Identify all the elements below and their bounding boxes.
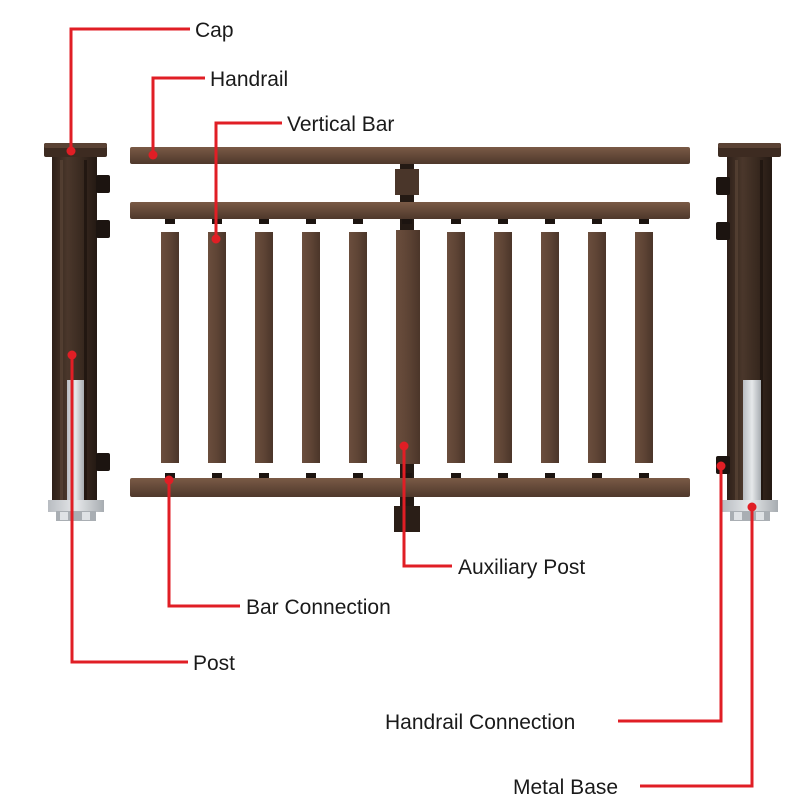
label-vertical-bar: Vertical Bar bbox=[287, 113, 394, 136]
vertical-bar bbox=[541, 232, 559, 463]
label-post: Post bbox=[193, 652, 235, 675]
bar-connection-clip bbox=[592, 219, 602, 224]
right-bracket-top bbox=[716, 177, 730, 195]
aux-post-top-block bbox=[395, 169, 419, 195]
aux-post-middle bbox=[396, 230, 420, 464]
bar-connection-clip bbox=[353, 473, 363, 478]
left-bracket-mid bbox=[96, 220, 110, 238]
label-handrail-connection: Handrail Connection bbox=[385, 711, 575, 734]
vertical-bar-dot bbox=[211, 234, 221, 244]
top-handrail bbox=[130, 147, 690, 164]
handrails bbox=[130, 147, 690, 497]
bar-connection-pointer bbox=[167, 480, 240, 608]
pointer-lines bbox=[69, 27, 754, 788]
right-post bbox=[716, 143, 781, 521]
bar-connection-clip bbox=[545, 219, 555, 224]
bar-connection-clip bbox=[498, 219, 508, 224]
vertical-bar bbox=[447, 232, 465, 463]
vertical-bar bbox=[588, 232, 606, 463]
bar-connection-clip bbox=[498, 473, 508, 478]
metal-base-pointer bbox=[640, 507, 754, 788]
handrail-connection-pointer bbox=[618, 466, 723, 723]
auxiliary-post-pointer bbox=[402, 446, 452, 568]
bar-connection-clip bbox=[545, 473, 555, 478]
aux-post-bottom-block bbox=[394, 506, 420, 532]
bar-connection-clip bbox=[639, 473, 649, 478]
vertical-bar bbox=[302, 232, 320, 463]
bar-connection-clip bbox=[259, 219, 269, 224]
bar-connection-clip bbox=[259, 473, 269, 478]
label-metal-base: Metal Base bbox=[513, 776, 618, 799]
left-post bbox=[44, 143, 110, 521]
label-handrail: Handrail bbox=[210, 68, 288, 91]
vertical-bar bbox=[161, 232, 179, 463]
bar-connection-clip bbox=[353, 219, 363, 224]
metal-base-dot bbox=[747, 502, 757, 512]
label-auxiliary-post: Auxiliary Post bbox=[458, 556, 585, 579]
handrail-pointer bbox=[151, 76, 205, 155]
bar-connection-clip bbox=[212, 473, 222, 478]
middle-handrail bbox=[130, 202, 690, 219]
bar-connection-clips-bottom bbox=[165, 473, 649, 478]
vertical-bar bbox=[208, 232, 226, 463]
auxiliary-post-dot bbox=[399, 441, 409, 451]
bar-connection-clip bbox=[402, 219, 412, 224]
bar-connection-clip bbox=[165, 473, 175, 478]
pointer-dots bbox=[66, 146, 757, 512]
handrail-dot bbox=[148, 150, 158, 160]
auxiliary-post bbox=[394, 160, 420, 532]
bar-connection-clip bbox=[402, 473, 412, 478]
vertical-bar bbox=[494, 232, 512, 463]
bottom-rail bbox=[130, 478, 690, 497]
bar-connection-clip bbox=[165, 219, 175, 224]
label-cap: Cap bbox=[195, 19, 234, 42]
left-bracket-bottom bbox=[96, 453, 110, 471]
left-post-insert bbox=[67, 380, 84, 500]
bar-connection-clips-top bbox=[165, 219, 649, 224]
right-bracket-mid bbox=[716, 222, 730, 240]
handrail-connection-dot bbox=[716, 461, 726, 471]
right-post-insert bbox=[743, 380, 761, 500]
bar-connection-clip bbox=[592, 473, 602, 478]
left-bracket-top bbox=[96, 175, 110, 193]
post-dot bbox=[67, 350, 77, 360]
label-bar-connection: Bar Connection bbox=[246, 596, 391, 619]
vertical-bar bbox=[255, 232, 273, 463]
post-pointer bbox=[70, 355, 188, 664]
bar-connection-clip bbox=[639, 219, 649, 224]
vertical-bar bbox=[635, 232, 653, 463]
bar-connection-clip bbox=[451, 219, 461, 224]
bar-connection-clip bbox=[306, 219, 316, 224]
vertical-bars bbox=[161, 232, 653, 463]
cap-dot bbox=[66, 146, 76, 156]
vertical-bar bbox=[349, 232, 367, 463]
bar-connection-dot bbox=[164, 475, 174, 485]
bar-connection-clip bbox=[451, 473, 461, 478]
left-metal-base bbox=[48, 500, 104, 512]
bar-connection-clip bbox=[306, 473, 316, 478]
cap-pointer bbox=[69, 27, 190, 151]
vertical-bar-pointer bbox=[214, 121, 282, 239]
